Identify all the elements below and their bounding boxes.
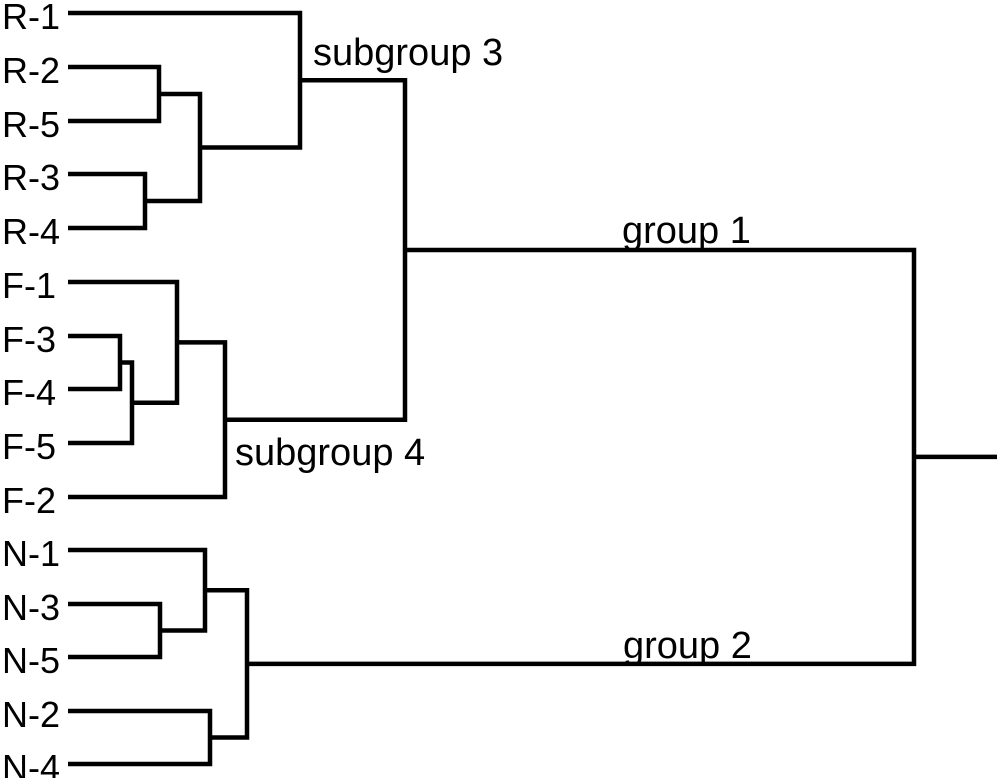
leaf-label-f-2: F-2 <box>2 480 56 521</box>
cluster-link <box>68 64 162 124</box>
cluster-link <box>68 171 148 231</box>
leaf-label-r-2: R-2 <box>2 50 60 91</box>
leaf-label-f-4: F-4 <box>2 372 56 413</box>
leaf-label-n-1: N-1 <box>2 533 60 574</box>
cluster-link-group-1 <box>225 78 408 422</box>
leaf-label-r-5: R-5 <box>2 104 60 145</box>
cluster-link <box>145 91 203 204</box>
cluster-link <box>68 279 180 405</box>
cluster-link <box>68 601 163 660</box>
leaf-label-f-1: F-1 <box>2 265 56 306</box>
annotation-subgroup-3: subgroup 3 <box>313 32 503 74</box>
cluster-link <box>68 360 135 446</box>
leaf-label-n-3: N-3 <box>2 587 60 628</box>
cluster-link-subgroup-4 <box>68 340 228 500</box>
cluster-link <box>68 708 213 767</box>
cluster-link <box>68 547 208 633</box>
cluster-link <box>68 333 123 392</box>
leaf-label-r-1: R-1 <box>2 0 60 37</box>
leaf-label-r-3: R-3 <box>2 157 60 198</box>
leaf-label-n-5: N-5 <box>2 640 60 681</box>
leaf-label-f-5: F-5 <box>2 426 56 467</box>
annotation-subgroup-4: subgroup 4 <box>235 432 425 474</box>
leaf-label-n-4: N-4 <box>2 747 60 778</box>
leaf-label-r-4: R-4 <box>2 211 60 252</box>
leaf-label-f-3: F-3 <box>2 319 56 360</box>
cluster-link-subgroup-3 <box>68 10 303 150</box>
leaf-label-n-2: N-2 <box>2 694 60 735</box>
annotation-group-1: group 1 <box>622 210 751 252</box>
annotation-group-2: group 2 <box>623 625 752 667</box>
